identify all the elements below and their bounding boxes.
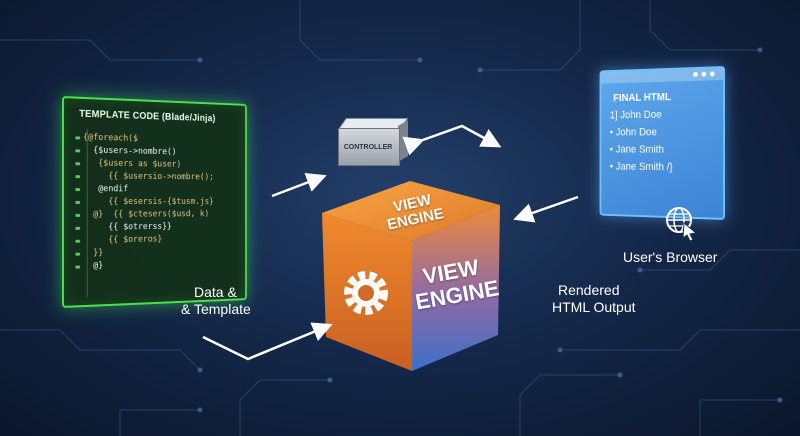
controller-front xyxy=(338,128,400,166)
arrow-data-to-engine xyxy=(202,322,333,361)
controller-box: CONTROLLER xyxy=(337,118,409,166)
view-engine-cube xyxy=(322,181,500,371)
rendered-label-line1: Rendered xyxy=(558,282,620,298)
cube-front-face xyxy=(412,205,500,371)
arrow-controller-link xyxy=(402,124,502,156)
arrow-output-to-engine xyxy=(513,195,579,223)
rendered-label-line2: HTML Output xyxy=(552,299,636,315)
globe-cursor-icon xyxy=(666,207,698,241)
gear-icon xyxy=(344,271,388,315)
controller-label: CONTROLLER xyxy=(343,144,393,151)
browser-label: User's Browser xyxy=(623,249,718,265)
data-template-label-line2: & Template xyxy=(181,301,251,317)
arrow-template-to-controller xyxy=(271,172,327,198)
data-template-label-line1: Data & xyxy=(194,284,237,300)
cube-top-face xyxy=(322,181,500,241)
